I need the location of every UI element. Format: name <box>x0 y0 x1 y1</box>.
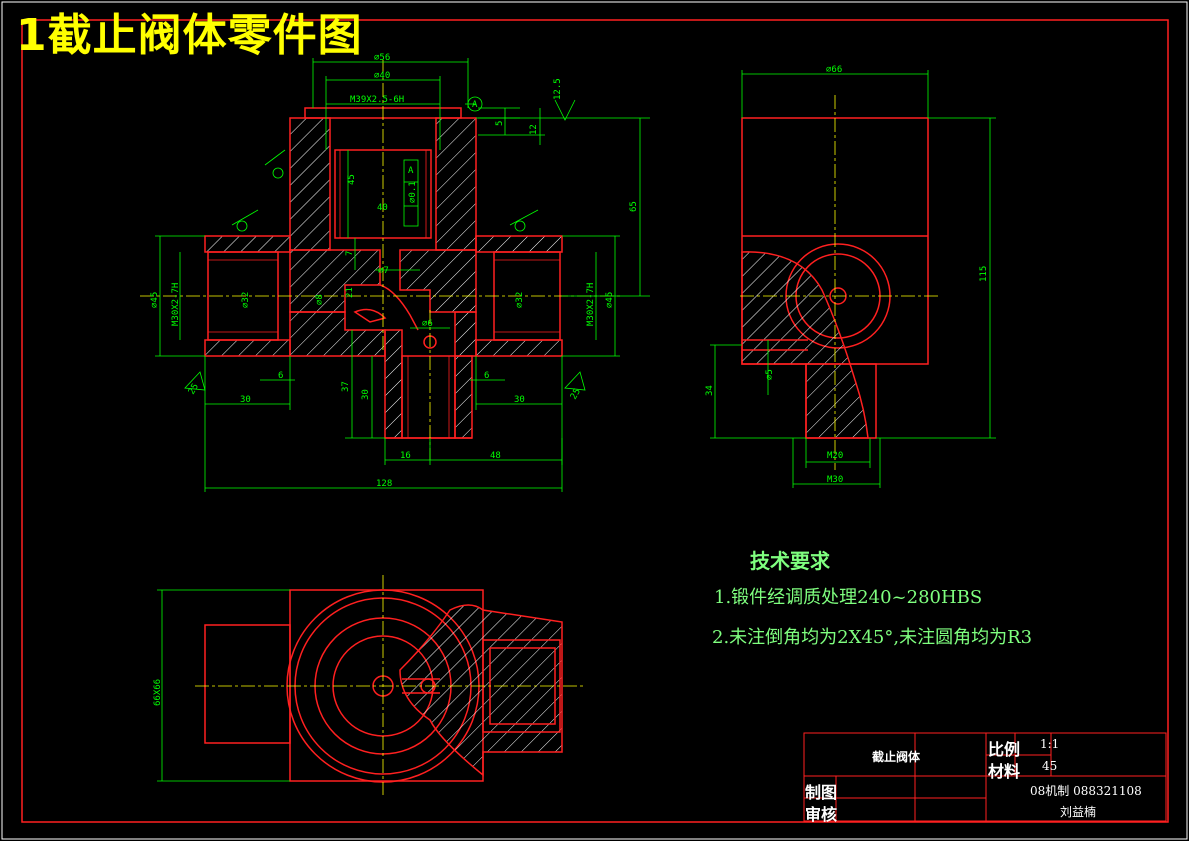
dim-d5: ⌀5 <box>765 369 775 380</box>
dim-d21: 21 <box>345 287 355 298</box>
dim-d7: ⌀7 <box>378 266 389 276</box>
front-left-boss-bottom <box>204 339 291 357</box>
dim-m30: M30 <box>827 475 843 485</box>
front-left-boss-top <box>204 235 291 253</box>
dim-h7: 7 <box>345 251 355 256</box>
dim-l6-left: 6 <box>278 371 283 381</box>
requirement-1: 1.锻件经调质处理240~280HBS <box>714 587 983 608</box>
dim-h30: 30 <box>361 389 371 400</box>
front-body-left-upper <box>289 117 331 251</box>
front-view <box>140 60 620 460</box>
side-centerlines <box>740 95 938 470</box>
dim-h115: 115 <box>979 266 989 282</box>
dim-l48: 48 <box>490 451 501 461</box>
part-name: 截止阀体 <box>872 750 921 764</box>
dim-l6-right: 6 <box>484 371 489 381</box>
title-block-lines <box>803 732 1167 822</box>
dim-d66: ⌀66 <box>826 65 842 75</box>
material-value: 45 <box>1042 759 1058 773</box>
dim-h40: 40 <box>377 203 388 213</box>
rough-left: 25 <box>187 382 201 396</box>
front-mid-right <box>399 249 477 313</box>
dim-d32-right: ⌀32 <box>515 292 525 308</box>
top-dimensions <box>157 589 290 782</box>
drawn-label: 制图 <box>805 783 838 802</box>
drawing-title: 1截止阀体零件图 <box>16 10 363 61</box>
front-dimensions <box>155 58 650 492</box>
top-centerlines <box>195 575 585 795</box>
inner-frame <box>21 19 1169 823</box>
front-stem-right <box>454 355 473 439</box>
front-stem-left <box>384 329 403 439</box>
dim-tol-value: ⌀0.1 <box>408 181 418 203</box>
dim-l128: 128 <box>376 479 392 489</box>
dim-h5: 5 <box>495 121 505 126</box>
dim-h65: 65 <box>629 201 639 212</box>
dim-l30-right: 30 <box>514 395 525 405</box>
side-view <box>741 117 929 439</box>
dim-thread-left: M30X2-7H <box>171 283 181 326</box>
front-right-boss-bottom <box>475 339 563 357</box>
rough-top: 12.5 <box>553 78 563 100</box>
dim-m20: M20 <box>827 451 843 461</box>
dim-thread-right: M30X2-7H <box>586 283 596 326</box>
dim-d45-right: ⌀45 <box>605 292 615 308</box>
scale-label: 比例 <box>988 740 1021 759</box>
dim-tol-datum: A <box>408 166 414 176</box>
front-low-left <box>289 311 386 357</box>
dim-h12: 12 <box>529 124 539 135</box>
dim-l30-left: 30 <box>240 395 251 405</box>
front-low-right <box>454 311 477 357</box>
dim-d32-left: ⌀32 <box>241 292 251 308</box>
dim-d6: ⌀6 <box>422 319 433 329</box>
dim-top-size: 66X66 <box>153 679 163 706</box>
dim-h45: 45 <box>347 174 357 185</box>
front-right-boss-top <box>475 235 563 253</box>
requirement-2: 2.未注倒角均为2X45°,未注圆角均为R3 <box>712 627 1033 648</box>
author-name: 刘益楠 <box>1060 805 1097 819</box>
dim-d45-left: ⌀45 <box>150 292 160 308</box>
dim-d40: ⌀40 <box>374 71 390 81</box>
dim-thread-top: M39X2.5-6H <box>350 95 404 105</box>
checked-label: 审核 <box>805 805 838 824</box>
dim-h37: 37 <box>341 381 351 392</box>
scale-value: 1:1 <box>1040 737 1060 751</box>
side-dimensions <box>710 70 996 488</box>
rough-right: 25 <box>569 387 583 401</box>
class-info: 08机制 088321108 <box>1030 784 1142 798</box>
dim-d56: ⌀56 <box>374 53 390 63</box>
dim-h34: 34 <box>705 385 715 396</box>
requirements-heading: 技术要求 <box>750 549 830 573</box>
dim-l16: 16 <box>400 451 411 461</box>
dim-datum: A <box>472 100 478 110</box>
front-mid-left <box>289 249 381 313</box>
dim-d8: ⌀8 <box>315 294 325 305</box>
material-label: 材料 <box>988 762 1021 781</box>
front-body-right-upper <box>435 117 477 251</box>
